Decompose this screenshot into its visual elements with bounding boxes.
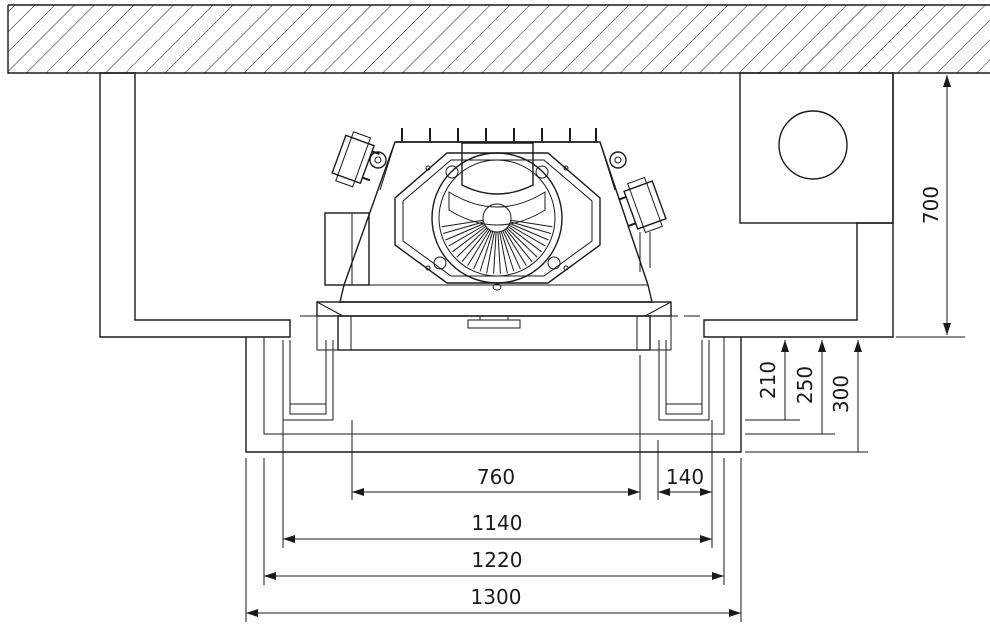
extension-lines <box>245 72 965 622</box>
right-side-motor <box>609 151 667 272</box>
rotor-spoke <box>510 219 553 228</box>
side-terminal-box <box>324 212 370 286</box>
left-side-motor <box>331 131 387 188</box>
rotor-spoke <box>479 231 494 272</box>
rotor-spoke <box>441 219 484 228</box>
dim-label-140: 140 <box>666 465 704 489</box>
dim-label-760: 760 <box>477 465 515 489</box>
enclosure-walls <box>99 72 894 338</box>
rotor-spoke <box>473 230 492 270</box>
dim-label-1300: 1300 <box>471 585 522 609</box>
rotor-spoke <box>486 231 495 274</box>
rotor-spoke <box>461 228 489 263</box>
dim-label-1140: 1140 <box>472 511 523 535</box>
rotor-spoke <box>500 231 515 272</box>
ceiling-slab <box>7 4 990 74</box>
rotor-spoke <box>456 227 488 258</box>
rotor-spoke <box>507 226 542 253</box>
generator-cylinder <box>394 142 601 291</box>
rotor-spoke <box>505 228 533 263</box>
rotor-spoke <box>467 229 491 266</box>
rotor-spoke <box>509 223 549 241</box>
rotor-spoke <box>506 227 538 258</box>
dim-label-250: 250 <box>793 366 817 404</box>
rotor-spoke <box>503 229 527 266</box>
dimension-lines <box>246 75 951 617</box>
dim-label-300: 300 <box>829 375 853 413</box>
rotor-spoke <box>493 231 497 274</box>
dim-label-1220: 1220 <box>472 548 523 572</box>
dimension-labels: 760 140 1140 1220 1300 700 210 250 300 <box>471 186 943 609</box>
rotor-spoke <box>497 231 501 274</box>
rotor-spoke <box>499 231 508 274</box>
rotor-spoke <box>448 224 486 247</box>
rotor-spoke <box>445 223 485 241</box>
rotor-spoke <box>508 224 546 247</box>
dim-label-700: 700 <box>919 186 943 224</box>
dim-label-210: 210 <box>756 361 780 399</box>
foundation-pit <box>245 337 742 453</box>
rotor-spoke <box>452 226 487 253</box>
rotor-spoke <box>502 230 521 270</box>
machine-base-frame <box>300 301 700 351</box>
rotor-spoke <box>443 221 484 234</box>
exhaust-duct <box>739 72 894 224</box>
rotor-spoke <box>510 221 551 234</box>
